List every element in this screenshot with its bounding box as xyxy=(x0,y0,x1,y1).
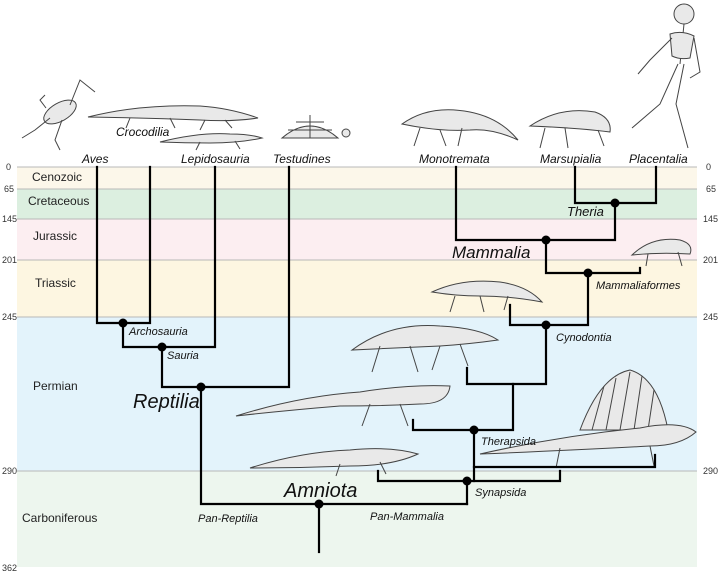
marsupialia-skeleton xyxy=(528,110,611,149)
age-left-245: 245 xyxy=(2,312,17,322)
period-label-cenozoic: Cenozoic xyxy=(32,170,82,184)
age-right-290: 290 xyxy=(703,466,718,476)
aves-skeleton xyxy=(21,79,96,151)
age-left-65: 65 xyxy=(4,184,14,194)
pelycosaur-skeleton xyxy=(249,448,420,477)
age-right-201: 201 xyxy=(703,255,718,265)
period-label-carboniferous: Carboniferous xyxy=(22,511,97,525)
period-label-cretaceous: Cretaceous xyxy=(28,194,89,208)
clade-label-synapsida: Synapsida xyxy=(475,487,526,499)
age-right-145: 145 xyxy=(703,214,718,224)
band-triassic xyxy=(17,260,697,317)
clade-nodes xyxy=(118,198,620,509)
taxon-label-testudines: Testudines xyxy=(273,152,331,166)
band-dividers xyxy=(17,166,697,472)
age-left-362: 362 xyxy=(2,563,17,573)
clade-label-mammaliaformes: Mammaliaformes xyxy=(596,280,681,292)
age-left-290: 290 xyxy=(2,466,17,476)
dimetrodon-skeleton xyxy=(479,369,697,469)
clade-label-theria: Theria xyxy=(567,204,604,219)
period-bands xyxy=(17,167,697,567)
node-mammalia xyxy=(541,235,551,245)
age-left-0: 0 xyxy=(6,162,11,172)
monotremata-skeleton xyxy=(400,109,519,147)
clade-label-therapsida: Therapsida xyxy=(481,436,536,448)
node-amniota xyxy=(314,499,324,509)
age-right-65: 65 xyxy=(706,184,716,194)
therapsid-skeleton-upper xyxy=(350,325,500,373)
node-cynodontia xyxy=(541,320,551,330)
therapsid-skeleton-middle xyxy=(235,385,451,427)
lepidosauria-skeleton xyxy=(159,133,264,151)
mammaliaformes-skeleton xyxy=(630,238,692,267)
node-reptilia xyxy=(196,382,206,392)
node-therapsida xyxy=(469,425,479,435)
clade-label-reptilia: Reptilia xyxy=(133,391,200,413)
taxon-label-marsupialia: Marsupialia xyxy=(540,152,602,166)
testudines-skeleton xyxy=(280,115,351,139)
period-label-jurassic: Jurassic xyxy=(33,229,77,243)
taxon-label-aves: Aves xyxy=(81,152,108,166)
clade-label-sauria: Sauria xyxy=(167,350,199,362)
taxon-label-crocodilia: Crocodilia xyxy=(116,125,170,139)
node-mammaliaformes xyxy=(583,268,593,278)
node-archosauria xyxy=(118,318,128,328)
node-synapsida xyxy=(462,476,472,486)
age-right-245: 245 xyxy=(703,312,718,322)
band-cenozoic xyxy=(17,167,697,189)
period-label-triassic: Triassic xyxy=(35,276,76,290)
clade-label-amniota: Amniota xyxy=(283,480,357,502)
taxon-label-placentalia: Placentalia xyxy=(629,152,688,166)
clade-label-archosauria: Archosauria xyxy=(128,326,188,338)
clade-label-pan-mammalia: Pan-Mammalia xyxy=(370,511,444,523)
crocodilia-skeleton xyxy=(87,105,259,131)
taxon-label-lepidosauria: Lepidosauria xyxy=(181,152,250,166)
placentalia-skeleton xyxy=(631,3,701,149)
clade-label-cynodontia: Cynodontia xyxy=(556,332,612,344)
cladogram-branches xyxy=(95,165,658,554)
age-left-145: 145 xyxy=(2,214,17,224)
clade-label-mammalia: Mammalia xyxy=(452,243,530,262)
taxon-label-monotremata: Monotremata xyxy=(419,152,490,166)
node-sauria xyxy=(157,342,167,352)
cynodont-skeleton xyxy=(430,280,544,313)
clade-label-pan-reptilia: Pan-Reptilia xyxy=(198,513,258,525)
node-theria xyxy=(610,198,620,208)
fossil-illustrations xyxy=(21,3,701,477)
age-left-201: 201 xyxy=(2,255,17,265)
period-label-permian: Permian xyxy=(33,379,78,393)
band-carboniferous xyxy=(17,471,697,567)
age-right-0: 0 xyxy=(706,162,711,172)
